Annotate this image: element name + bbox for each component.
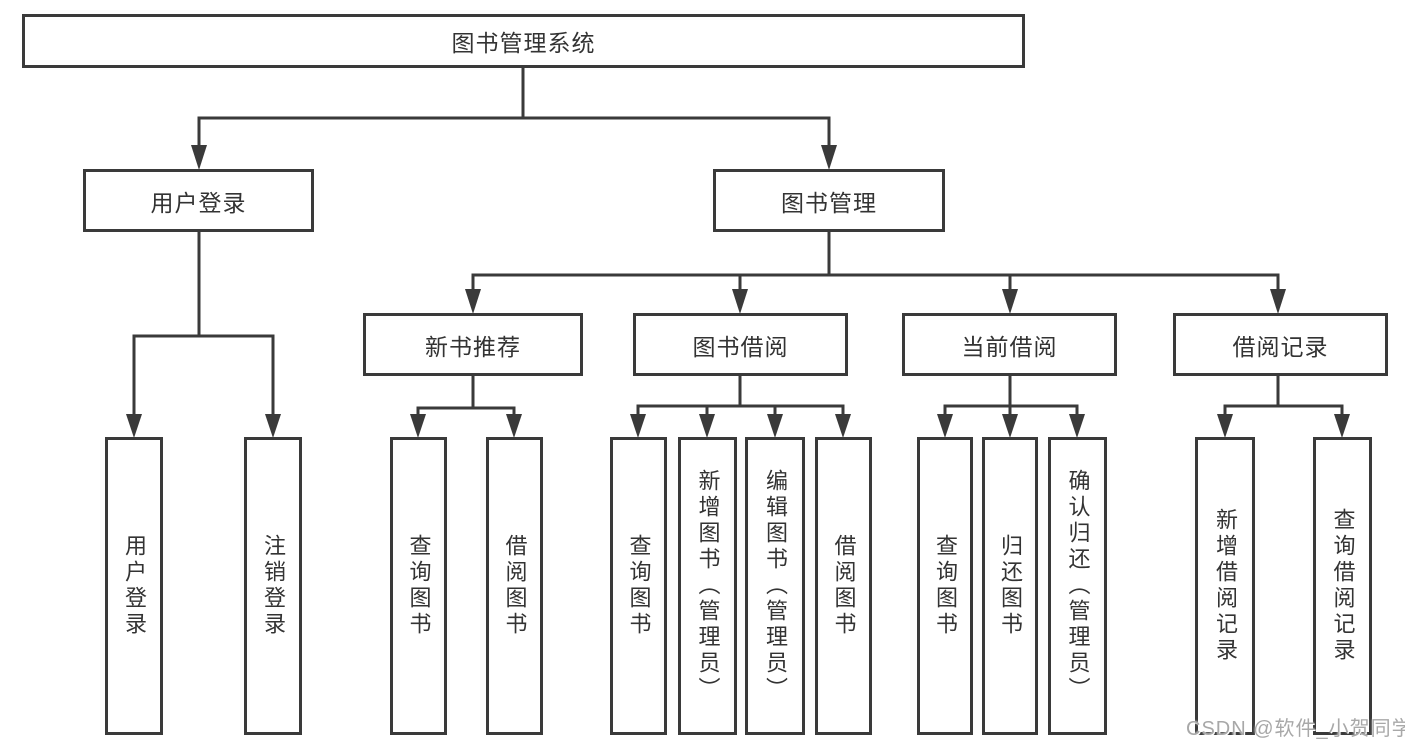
csdn-watermark: CSDN @软件_小贺同学: [1186, 718, 1405, 740]
arrowhead-icon: [767, 414, 783, 438]
node-user-login: 用户登录: [83, 169, 314, 232]
leaf-query-books-current: 查询图书: [917, 437, 973, 735]
leaf-user-login: 用户登录: [105, 437, 163, 735]
connector-current-borrowing-to-leaves: [943, 374, 1079, 418]
leaf-add-borrowing-record: 新增借阅记录: [1195, 437, 1255, 735]
arrowhead-icon: [506, 414, 522, 438]
leaf-confirm-return-admin: 确认归还（管理员）: [1048, 437, 1107, 735]
arrowhead-icon: [410, 414, 426, 438]
arrowhead-icon: [1270, 289, 1286, 314]
node-current-borrowing: 当前借阅: [902, 313, 1117, 376]
connector-user-login-to-leaves: [132, 230, 275, 418]
leaf-logout: 注销登录: [244, 437, 302, 735]
arrowhead-icon: [937, 414, 953, 438]
node-book-borrowing: 图书借阅: [633, 313, 848, 376]
arrowhead-icon: [191, 145, 207, 170]
leaf-return-books: 归还图书: [982, 437, 1038, 735]
arrowhead-icon: [1002, 289, 1018, 314]
arrowheads: [126, 145, 1350, 438]
node-book-management: 图书管理: [713, 169, 945, 232]
leaf-add-books-admin: 新增图书（管理员）: [678, 437, 737, 735]
leaf-query-borrowing-record: 查询借阅记录: [1313, 437, 1372, 735]
leaf-query-books-recommend: 查询图书: [390, 437, 447, 735]
arrowhead-icon: [732, 289, 748, 314]
arrowhead-icon: [1217, 414, 1233, 438]
connector-borrowing-records-to-leaves: [1223, 374, 1344, 418]
arrowhead-icon: [821, 145, 837, 170]
arrowhead-icon: [126, 414, 142, 438]
arrowhead-icon: [1334, 414, 1350, 438]
connector-root-to-level2: [197, 66, 831, 148]
leaf-edit-books-admin: 编辑图书（管理员）: [745, 437, 805, 735]
arrowhead-icon: [265, 414, 281, 438]
arrowhead-icon: [630, 414, 646, 438]
node-root-library-management-system: 图书管理系统: [22, 14, 1025, 68]
leaf-borrow-books-recommend: 借阅图书: [486, 437, 543, 735]
arrowhead-icon: [835, 414, 851, 438]
node-new-book-recommendation: 新书推荐: [363, 313, 583, 376]
arrowhead-icon: [465, 289, 481, 314]
arrowhead-icon: [1069, 414, 1085, 438]
connector-book-borrowing-to-leaves: [636, 374, 845, 418]
arrowhead-icon: [1002, 414, 1018, 438]
arrowhead-icon: [699, 414, 715, 438]
leaf-borrow-books-borrowing: 借阅图书: [815, 437, 872, 735]
node-borrowing-records: 借阅记录: [1173, 313, 1388, 376]
connector-book-management-to-level3: [471, 230, 1280, 293]
leaf-query-books-borrowing: 查询图书: [610, 437, 667, 735]
connector-new-book-recommendation-to-leaves: [416, 374, 516, 418]
